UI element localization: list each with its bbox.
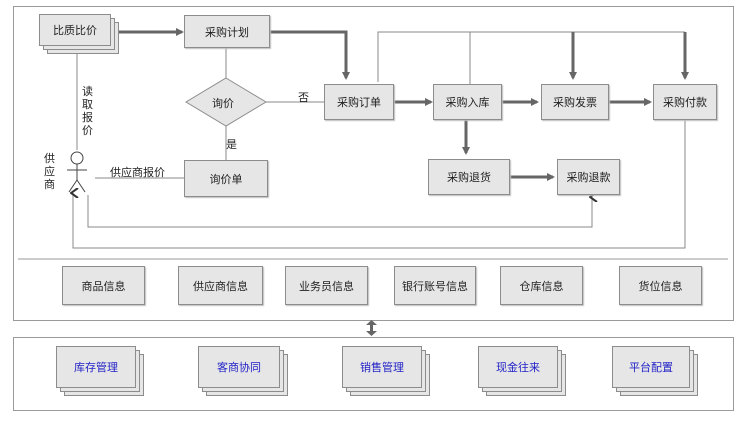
purchase-plan-node[interactable]: 采购计划 <box>184 15 270 48</box>
info-location[interactable]: 货位信息 <box>619 266 702 305</box>
line-top-bus <box>377 31 685 82</box>
info-warehouse[interactable]: 仓库信息 <box>500 266 583 305</box>
module-partner-collab-label: 客商协同 <box>198 346 280 388</box>
module-platform-label: 平台配置 <box>612 346 690 388</box>
supplier-label: 供应商 <box>44 152 55 191</box>
purchase-return-node[interactable]: 采购退货 <box>428 159 510 195</box>
module-inventory[interactable]: 库存管理 <box>56 346 144 396</box>
line-supplier-to-refund <box>87 195 592 228</box>
module-partner-collab[interactable]: 客商协同 <box>198 346 288 396</box>
no-label: 否 <box>298 91 309 104</box>
supplier-actor-icon <box>67 151 87 193</box>
read-quote-label: 读取报价 <box>82 85 93 137</box>
info-bank-account[interactable]: 银行账号信息 <box>394 266 476 305</box>
module-cash[interactable]: 现金往来 <box>478 346 566 396</box>
inquiry-label: 询价 <box>212 97 234 110</box>
line-payment-to-supplier <box>73 120 686 249</box>
inquiry-sheet-node[interactable]: 询价单 <box>184 160 268 197</box>
info-supplier[interactable]: 供应商信息 <box>178 266 263 305</box>
price-compare-node[interactable]: 比质比价 <box>39 14 119 54</box>
info-salesperson[interactable]: 业务员信息 <box>285 266 368 305</box>
purchase-invoice-node[interactable]: 采购发票 <box>541 84 609 120</box>
purchase-order-node[interactable]: 采购订单 <box>324 84 394 120</box>
price-compare-label: 比质比价 <box>39 14 111 46</box>
purchase-receipt-node[interactable]: 采购入库 <box>433 84 502 120</box>
module-sales[interactable]: 销售管理 <box>342 346 430 396</box>
module-platform[interactable]: 平台配置 <box>612 346 698 396</box>
module-cash-label: 现金往来 <box>478 346 558 388</box>
arrow-plan-to-order <box>270 30 350 80</box>
module-inventory-label: 库存管理 <box>56 346 136 388</box>
purchase-payment-node[interactable]: 采购付款 <box>653 84 717 120</box>
purchase-refund-node[interactable]: 采购退款 <box>557 159 620 195</box>
yes-label: 是 <box>226 138 237 151</box>
supplier-quote-label: 供应商报价 <box>110 166 165 179</box>
inquiry-decision-diamond <box>185 77 267 127</box>
double-arrow-icon <box>366 320 377 336</box>
info-product[interactable]: 商品信息 <box>62 266 145 305</box>
module-sales-label: 销售管理 <box>342 346 422 388</box>
